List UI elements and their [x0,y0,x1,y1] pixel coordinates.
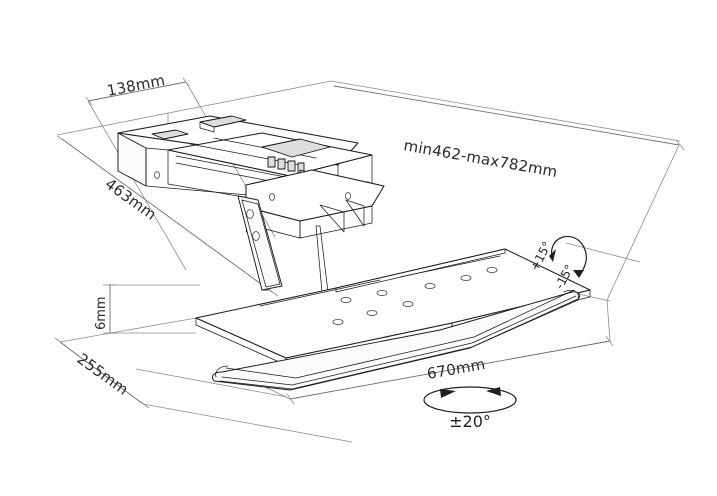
pivot-hole-lower [252,231,260,241]
label-tray-thickness: 6mm [94,296,109,330]
frame-bottom-edge-left [142,403,353,443]
tray-hole-5 [402,301,414,307]
frame-top-edge-left [56,80,332,136]
fastener-hole-3 [345,192,351,200]
ext-line-670-right-up [606,299,611,342]
rail-groove-1 [175,155,297,180]
swivel-angle-indicator: ±20° [423,386,517,431]
wrist-rest-highlight-2 [219,299,579,390]
dim-tick-670-left [286,393,295,405]
swivel-label: ±20° [449,412,491,431]
swivel-arrow-head-right [486,387,501,396]
dim-line-255 [59,341,144,405]
swivel-arrow-head-left [440,389,456,398]
frame-bottom-edge-inner [135,368,288,398]
wrist-rest [211,291,581,391]
tilt-arm [237,195,283,291]
dim-tick-range-end [675,139,685,151]
swivel-ellipse [423,386,517,414]
ext-line-right-long [606,144,680,301]
label-bracket-width: 138mm [105,71,166,100]
bearing-block-2 [277,158,286,170]
bearing-block-1 [267,156,276,168]
pivot-hole-upper [246,209,254,219]
tray-hole-1 [332,319,344,325]
dim-tick-463-top [56,135,69,144]
mount-tab-left [151,129,189,140]
fastener-hole-1 [154,171,160,179]
dim-line-463 [61,138,273,293]
dimension-lines-group [54,77,685,443]
ext-line-left-down [87,100,187,271]
label-tray-width: 670mm [426,355,487,383]
tray-hole-2 [366,310,378,316]
bearing-track [261,138,331,158]
mount-plate-left-flange [117,132,147,187]
tray-hole-6 [424,283,436,289]
fastener-hole-2 [269,193,275,201]
dim-line-138 [87,81,187,102]
bearing-block-3 [287,160,296,172]
ext-line-255-upper [59,317,197,343]
dim-line-670 [289,340,611,400]
tilt-arc [551,235,587,277]
label-rail-length: 463mm [102,175,160,224]
tilt-arrow-head-up [549,249,556,262]
wrist-rest-highlight-1 [221,295,577,386]
dim-line-extension-range [333,85,680,146]
ext-line-right-mid [565,242,641,263]
slide-mechanism-assembly [117,115,385,293]
tray-hole-7 [460,275,472,281]
post-right [315,225,329,293]
tray-groove-rear [259,279,381,307]
dim-tick-670-right [605,335,614,347]
tray-hole-3 [340,297,352,303]
tray-hole-8 [486,267,498,273]
dim-tick-463-bottom [266,287,279,297]
label-tray-depth: 255mm [74,350,132,399]
label-extension-range: min462-max782mm [402,136,559,181]
tray-rear-lip [335,248,506,293]
tray-hole-4 [376,290,388,296]
tilt-arm-inner [241,199,281,288]
gusset-right-2 [345,199,365,227]
keyboard-tray-assembly [195,248,591,391]
wrist-rest-cap-right [563,290,579,299]
wrist-rest-highlight-3 [225,289,575,379]
tray-groove-rear-2 [399,255,501,278]
wrist-rest-cap-left [215,365,229,378]
gusset-right-1 [319,204,345,233]
dim-tick-138-left [85,96,93,106]
frame-top-edge-right [330,80,681,142]
mount-tab-top-left-edge [199,121,215,133]
support-plate-right [299,205,373,239]
tilt-arrow-head-down [573,270,584,278]
support-plate-top [245,169,385,222]
